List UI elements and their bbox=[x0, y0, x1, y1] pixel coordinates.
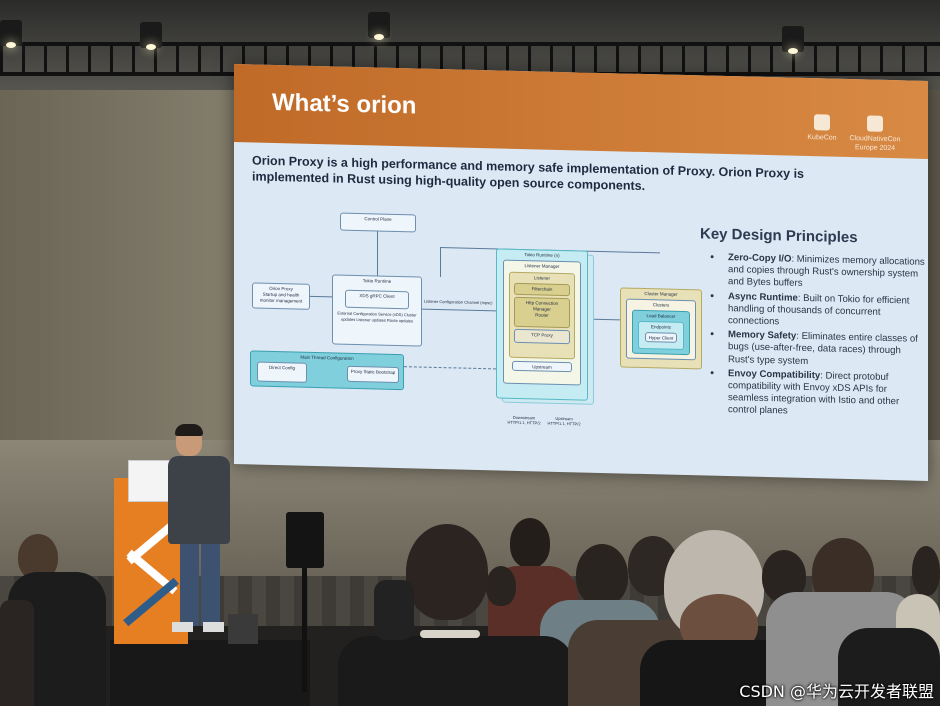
stage-light bbox=[0, 20, 22, 48]
architecture-diagram: Control Plane Tokio Runtime XDS gRPC Cli… bbox=[244, 202, 702, 463]
watermark: CSDN @华为云开发者联盟 bbox=[739, 682, 934, 701]
filterchain-box: Filterchain bbox=[514, 282, 570, 297]
speaker-legs bbox=[180, 540, 220, 626]
connector-line bbox=[422, 308, 496, 312]
stage-light bbox=[782, 26, 804, 54]
audience-body bbox=[338, 636, 574, 706]
stage-equipment bbox=[228, 614, 258, 644]
listener-channel-label: Listener Configuration Channel (mpsc) bbox=[424, 298, 493, 306]
tokio-runtimes-box: Tokio Runtime (n) Listener Manager Liste… bbox=[496, 248, 588, 401]
podium-stripe bbox=[123, 577, 179, 627]
listener-manager-box: Listener Manager Listener Filterchain Ht… bbox=[503, 259, 581, 386]
principle-item: Envoy Compatibility: Direct protobuf com… bbox=[706, 367, 928, 421]
direct-config-box: Direct Config bbox=[257, 361, 307, 383]
tcp-proxy-box: TCP Proxy bbox=[514, 328, 570, 345]
control-plane-box: Control Plane bbox=[340, 212, 416, 233]
speaker-shoes bbox=[172, 622, 224, 632]
load-balancer-box: Load Balancer Endpoints Hyper Client bbox=[632, 309, 690, 356]
principle-item: Async Runtime: Built on Tokio for effici… bbox=[706, 290, 928, 332]
kubecon-logo: KubeCon bbox=[802, 114, 842, 143]
dashed-connector bbox=[404, 366, 496, 371]
speaker-body bbox=[168, 456, 230, 544]
cluster-manager-box: Cluster Manager Clusters Load Balancer E… bbox=[620, 287, 702, 370]
connector-line bbox=[594, 318, 620, 321]
orion-proxy-box: Orion Proxy Startup and health monitor m… bbox=[252, 282, 310, 310]
slide-title: What’s orion bbox=[272, 88, 417, 120]
stage-speaker-monitor bbox=[286, 512, 324, 568]
listener-box: Listener Filterchain Http Connection Man… bbox=[509, 271, 575, 360]
audience-head bbox=[912, 546, 940, 596]
slide-lead-text: Orion Proxy is a high performance and me… bbox=[252, 153, 804, 194]
clusters-box: Clusters Load Balancer Endpoints Hyper C… bbox=[626, 298, 696, 361]
main-thread-configuration-box: Main Thread Configuration Direct Config … bbox=[250, 350, 404, 391]
speaker-hair bbox=[175, 424, 203, 436]
endpoints-box: Endpoints Hyper Client bbox=[638, 320, 684, 350]
proxy-bootstrap-box: Proxy Static Bootstrap bbox=[347, 365, 399, 384]
stage-riser bbox=[110, 640, 310, 706]
audience-body bbox=[838, 628, 940, 706]
principle-item: Zero-Copy I/O: Minimizes memory allocati… bbox=[706, 252, 928, 294]
hyper-client-box: Hyper Client bbox=[645, 332, 677, 343]
monitor-stand bbox=[302, 568, 307, 692]
connector-line bbox=[310, 295, 332, 298]
principle-item: Memory Safety: Eliminates entire classes… bbox=[706, 329, 928, 371]
principles-title: Key Design Principles bbox=[700, 225, 858, 247]
connector-line bbox=[377, 231, 378, 276]
connector-line bbox=[440, 247, 441, 278]
audience-body bbox=[0, 600, 34, 706]
audience-body bbox=[374, 580, 414, 640]
http-filter-box: Http Connection Manager Router bbox=[514, 296, 570, 329]
upstream-box: Upstream bbox=[512, 360, 572, 373]
audience-head bbox=[576, 544, 628, 606]
audience-head bbox=[510, 518, 550, 568]
audience-head bbox=[486, 566, 516, 606]
audience-head bbox=[406, 524, 488, 620]
stage-light bbox=[140, 22, 162, 50]
xds-client-box: XDS gRPC Client bbox=[345, 289, 409, 310]
principles-list: Zero-Copy I/O: Minimizes memory allocati… bbox=[706, 252, 928, 424]
lanyard bbox=[420, 630, 480, 638]
tokio-runtime-box: Tokio Runtime XDS gRPC Client External C… bbox=[332, 274, 422, 347]
stage-light bbox=[368, 12, 390, 40]
